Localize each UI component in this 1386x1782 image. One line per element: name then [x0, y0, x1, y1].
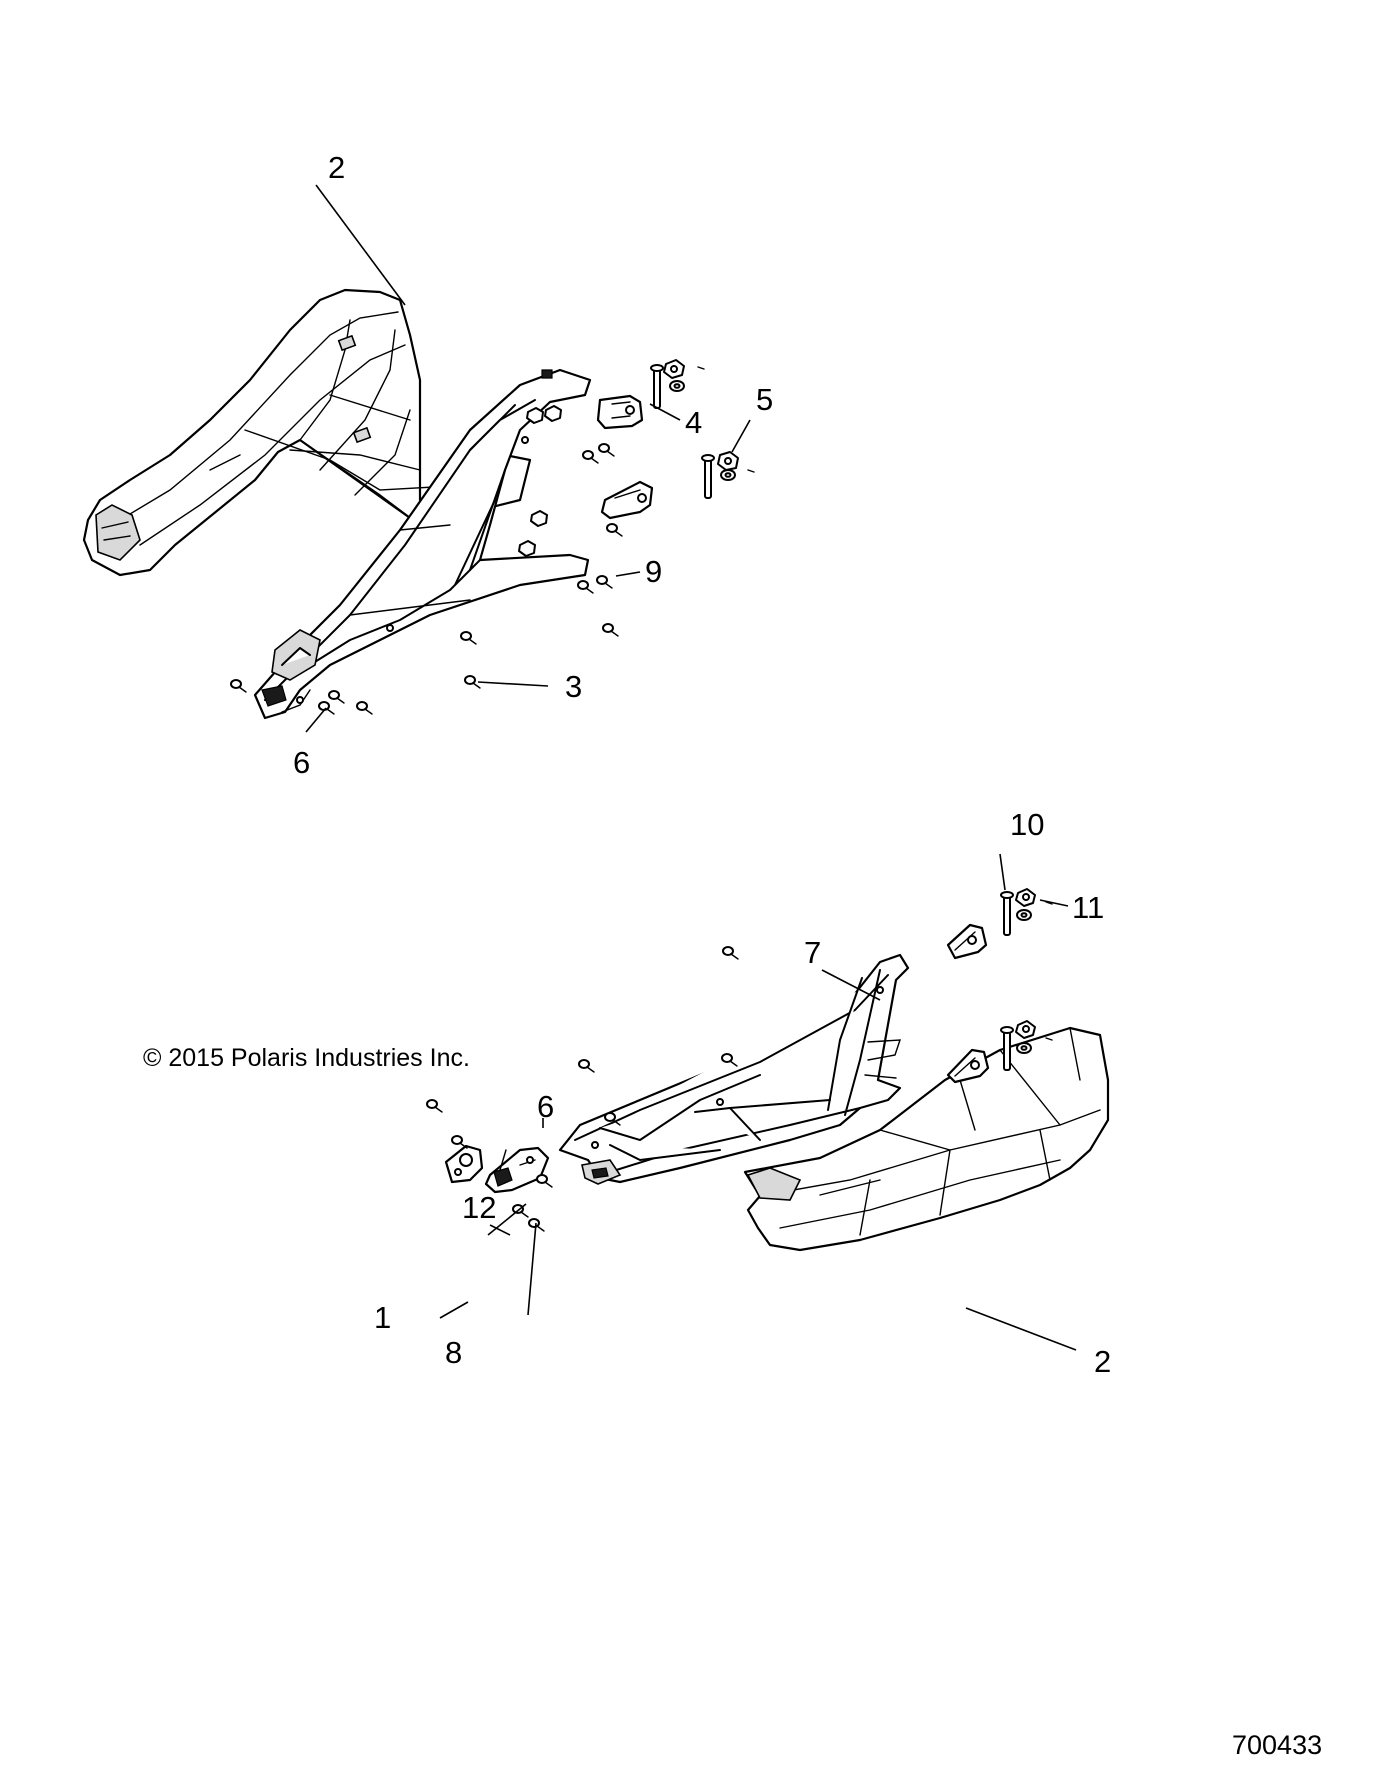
lower-door-latch — [484, 1146, 550, 1194]
callout-bottom-latch: 12 — [462, 1190, 496, 1225]
callout-bottom-striker: 1 — [374, 1300, 391, 1335]
callout-bottom-bolt: 10 — [1010, 807, 1044, 842]
callout-top-washer: 5 — [756, 382, 773, 417]
upper-hinge-bolt — [650, 364, 715, 499]
upper-nut — [663, 359, 739, 471]
callout-top-panel: 2 — [328, 150, 345, 185]
lower-leaders — [439, 853, 1077, 1351]
callout-top-screw-center: 3 — [565, 669, 582, 704]
callout-bottom-bolt-small: 8 — [445, 1335, 462, 1370]
callout-top-screw-right: 9 — [645, 554, 662, 589]
callout-bottom-frame: 7 — [804, 935, 821, 970]
lower-hinge-bolt — [1000, 891, 1014, 1071]
lower-striker — [444, 1144, 484, 1184]
copyright-notice: © 2015 Polaris Industries Inc. — [143, 1044, 470, 1072]
upper-leaders — [305, 184, 751, 733]
figure-number: 700433 — [1232, 1730, 1322, 1760]
lower-washer — [1016, 909, 1032, 1054]
callout-bottom-nut: 11 — [1072, 890, 1104, 925]
upper-clip — [697, 366, 755, 473]
lower-hinge-bracket-bottom — [946, 1048, 990, 1084]
upper-frame-nuts — [518, 405, 562, 557]
callout-top-screw-left: 6 — [293, 745, 310, 780]
upper-hinge-bracket-top — [596, 394, 644, 430]
upper-screws — [230, 443, 623, 715]
upper-hinge-bracket-bottom — [600, 480, 654, 520]
upper-door-frame — [253, 368, 592, 720]
callout-bottom-screw: 6 — [537, 1089, 554, 1124]
upper-washer — [669, 380, 736, 481]
lower-clip — [1045, 901, 1053, 1041]
lower-nut — [1015, 888, 1036, 1039]
lower-hinge-bracket-top — [946, 923, 988, 960]
callout-top-bracket: 4 — [685, 405, 702, 440]
callout-bottom-panel: 2 — [1094, 1344, 1111, 1379]
lower-screws — [426, 946, 739, 1232]
